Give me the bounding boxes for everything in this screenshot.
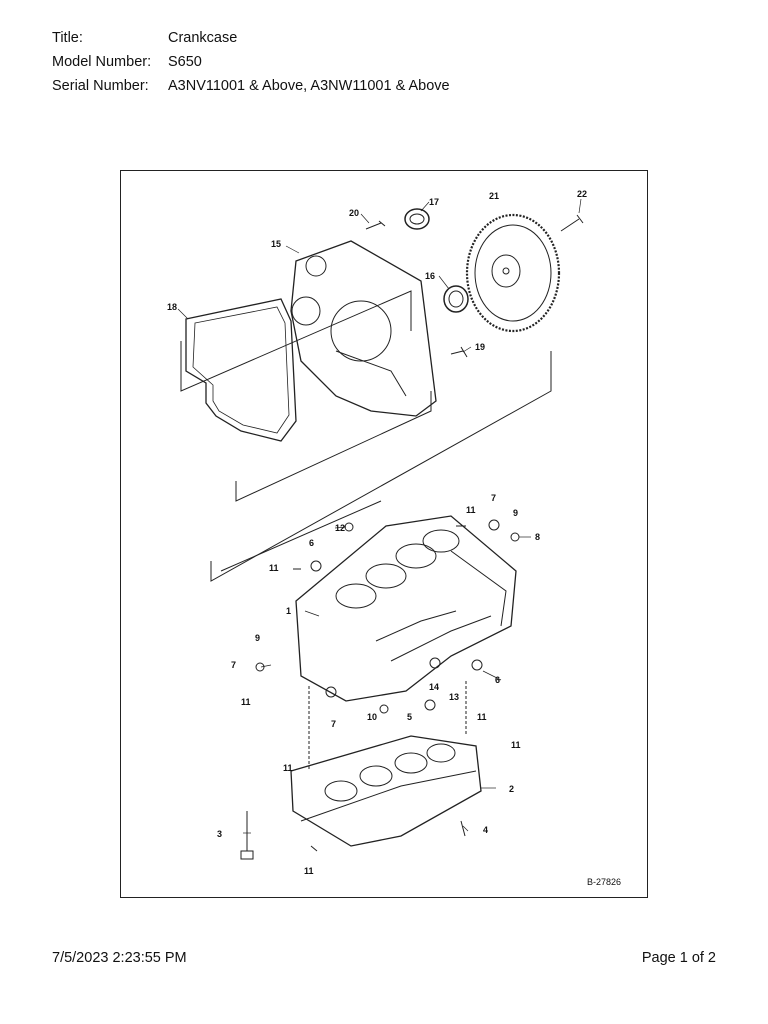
callout-22: 22 bbox=[577, 189, 587, 199]
serial-label: Serial Number: bbox=[52, 78, 149, 94]
model-label: Model Number: bbox=[52, 54, 152, 70]
callout-13: 13 bbox=[449, 692, 459, 702]
callout-6-a: 6 bbox=[309, 538, 314, 548]
flywheel-housing bbox=[290, 240, 437, 417]
gasket-outline bbox=[185, 298, 297, 442]
callout-11-e: 11 bbox=[511, 740, 521, 750]
callout-19: 19 bbox=[475, 342, 485, 352]
callout-7-a: 7 bbox=[491, 493, 496, 503]
callout-11-g: 11 bbox=[304, 866, 314, 876]
callout-11-d: 11 bbox=[477, 712, 487, 722]
callout-2: 2 bbox=[509, 784, 514, 794]
document-header: Title: Crankcase Model Number: S650 Seri… bbox=[52, 26, 450, 98]
callout-8: 8 bbox=[535, 532, 540, 542]
serial-value: A3NV11001 & Above, A3NW11001 & Above bbox=[168, 78, 450, 94]
callout-20: 20 bbox=[349, 208, 359, 218]
callout-3: 3 bbox=[217, 829, 222, 839]
callout-16: 16 bbox=[425, 271, 435, 281]
callout-15: 15 bbox=[271, 239, 281, 249]
callout-18: 18 bbox=[167, 302, 177, 312]
flywheel-ring bbox=[465, 213, 561, 333]
page-indicator: Page 1 of 2 bbox=[641, 950, 716, 966]
title-label: Title: bbox=[52, 30, 83, 46]
callout-21: 21 bbox=[489, 191, 499, 201]
callout-7-b: 7 bbox=[231, 660, 236, 670]
callout-4: 4 bbox=[483, 825, 488, 835]
title-row: Title: Crankcase bbox=[52, 26, 450, 50]
callout-14: 14 bbox=[429, 682, 439, 692]
callout-10: 10 bbox=[367, 712, 377, 722]
title-value: Crankcase bbox=[168, 30, 238, 46]
callout-11-b: 11 bbox=[269, 563, 279, 573]
callout-9-b: 9 bbox=[255, 633, 260, 643]
callout-6-b: 6 bbox=[495, 675, 500, 685]
callout-11-c: 11 bbox=[241, 697, 251, 707]
callout-11-f: 11 bbox=[283, 763, 293, 773]
model-row: Model Number: S650 bbox=[52, 50, 450, 74]
crankcase-bedplate bbox=[290, 735, 482, 847]
print-timestamp: 7/5/2023 2:23:55 PM bbox=[52, 950, 187, 966]
callout-5: 5 bbox=[407, 712, 412, 722]
crankcase-illustration: 20 17 21 22 15 16 18 19 11 7 9 12 8 6 11… bbox=[167, 189, 621, 887]
callout-7-c: 7 bbox=[331, 719, 336, 729]
callout-1: 1 bbox=[286, 606, 291, 616]
cylinder-block bbox=[295, 515, 517, 702]
callout-12: 12 bbox=[335, 523, 345, 533]
figure-code: B-27826 bbox=[587, 877, 621, 887]
exploded-parts-diagram: 20 17 21 22 15 16 18 19 11 7 9 12 8 6 11… bbox=[120, 170, 648, 898]
model-value: S650 bbox=[168, 54, 202, 70]
callout-17: 17 bbox=[429, 197, 439, 207]
serial-row: Serial Number: A3NV11001 & Above, A3NW11… bbox=[52, 74, 450, 98]
callout-9-a: 9 bbox=[513, 508, 518, 518]
callout-11-a: 11 bbox=[466, 505, 476, 515]
